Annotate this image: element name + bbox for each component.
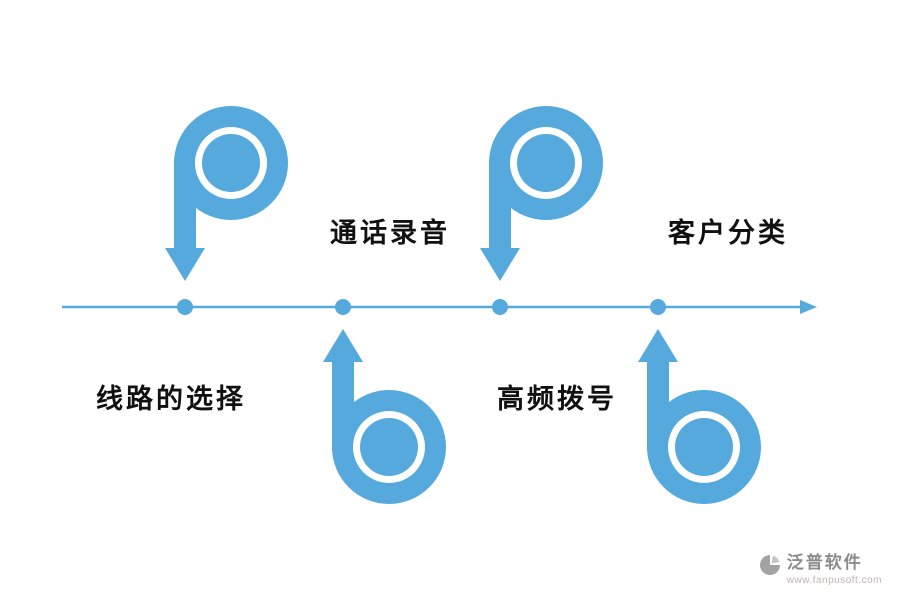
watermark-url: www.fanpusoft.com xyxy=(786,575,882,586)
watermark-text: 泛普软件 www.fanpusoft.com xyxy=(787,553,882,586)
timeline-dot-2 xyxy=(335,299,351,315)
spiral-arrow-up-icon xyxy=(317,325,447,505)
timeline-axis xyxy=(60,295,820,324)
node-label-customer-classification: 客户分类 xyxy=(668,218,788,248)
timeline-axis-graphic xyxy=(62,299,817,315)
fan-pie-icon xyxy=(759,554,781,581)
timeline-dot-1 xyxy=(177,299,193,315)
node-label-high-frequency-dialing: 高频拨号 xyxy=(497,384,617,414)
watermark-brand: 泛普软件 xyxy=(786,552,863,572)
spiral-arrow-down-icon xyxy=(159,105,289,285)
timeline-dot-4 xyxy=(650,299,666,315)
watermark: 泛普软件 www.fanpusoft.com xyxy=(759,553,882,586)
timeline-dot-3 xyxy=(492,299,508,315)
spiral-arrow-down-icon xyxy=(474,105,604,285)
spiral-arrow-up-icon xyxy=(632,325,762,505)
node-label-call-recording: 通话录音 xyxy=(330,218,450,248)
timeline-arrowhead-icon xyxy=(800,300,817,314)
node-label-line-selection: 线路的选择 xyxy=(96,384,246,414)
